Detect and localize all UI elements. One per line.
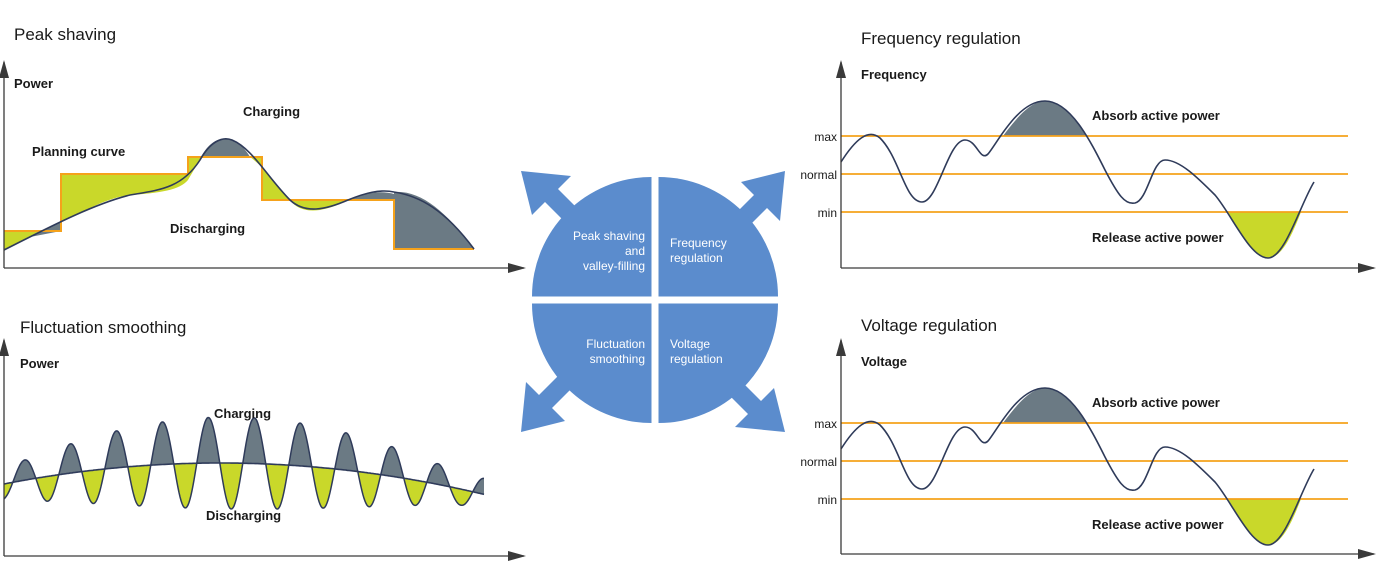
frequency-absorb-area xyxy=(1003,101,1086,136)
fluctuation-charge-area xyxy=(197,417,220,464)
fluctuation-discharge-area xyxy=(358,471,381,507)
frequency-title: Frequency regulation xyxy=(861,29,1021,48)
peak-charging-label: Charging xyxy=(243,104,300,119)
hub-peak-line-1: Peak shaving xyxy=(573,229,645,243)
fluctuation-panel: Fluctuation smoothing Power Charging Dis… xyxy=(0,318,526,561)
hub-voltage-line-1: Voltage xyxy=(670,337,710,351)
hub-frequency-line-2: regulation xyxy=(670,251,723,265)
fluctuation-discharge-area xyxy=(36,474,59,502)
voltage-axis-label: Voltage xyxy=(861,354,907,369)
fluctuation-charge-area xyxy=(473,478,484,495)
frequency-absorb-label: Absorb active power xyxy=(1092,108,1220,123)
fluctuation-title: Fluctuation smoothing xyxy=(20,318,186,337)
peak-axis-label: Power xyxy=(14,76,53,91)
peak-discharge-area-3 xyxy=(188,157,290,200)
voltage-normal-label: normal xyxy=(800,455,837,469)
application-hub: Peak shaving and valley-filling Frequenc… xyxy=(521,171,785,432)
hub-voltage-line-2: regulation xyxy=(670,352,723,366)
fluctuation-charge-area xyxy=(151,422,174,466)
frequency-max-label: max xyxy=(814,130,837,144)
fluctuation-raw-curve xyxy=(3,416,484,510)
frequency-normal-label: normal xyxy=(800,168,837,182)
hub-frequency-line-1: Frequency xyxy=(670,236,727,250)
fluctuation-discharge-area xyxy=(174,463,197,508)
fluctuation-charge-area xyxy=(243,417,266,464)
voltage-absorb-label: Absorb active power xyxy=(1092,395,1220,410)
hub-peak-line-3: valley-filling xyxy=(583,259,645,273)
peak-discharging-label: Discharging xyxy=(170,221,245,236)
voltage-curve xyxy=(840,387,1315,546)
peak-charge-area-3 xyxy=(348,192,394,200)
frequency-release-label: Release active power xyxy=(1092,230,1224,245)
fluctuation-discharging-label: Discharging xyxy=(206,508,281,523)
hub-quadrant-fluctuation xyxy=(532,303,652,423)
voltage-min-label: min xyxy=(818,493,837,507)
voltage-panel: Voltage regulation Voltage max normal mi… xyxy=(800,316,1376,559)
fluctuation-discharge-area xyxy=(82,469,105,504)
hub-fluctuation-line-1: Fluctuation xyxy=(586,337,645,351)
fluctuation-charge-area xyxy=(105,430,128,469)
planning-curve-line xyxy=(4,156,474,250)
peak-charge-area-4 xyxy=(394,191,474,249)
hub-quadrant-frequency xyxy=(658,177,778,297)
frequency-axis-label: Frequency xyxy=(861,67,928,82)
voltage-max-label: max xyxy=(814,417,837,431)
frequency-min-label: min xyxy=(818,206,837,220)
frequency-release-area xyxy=(1228,212,1301,258)
voltage-release-label: Release active power xyxy=(1092,517,1224,532)
hub-quadrant-voltage xyxy=(658,303,778,423)
fluctuation-discharge-area xyxy=(404,478,427,506)
fluctuation-discharge-area xyxy=(266,464,289,509)
peak-discharge-area-2 xyxy=(61,174,188,222)
frequency-curve xyxy=(840,100,1315,259)
planning-curve-label: Planning curve xyxy=(32,144,125,159)
frequency-panel: Frequency regulation Frequency max norma… xyxy=(800,29,1376,273)
hub-peak-line-2: and xyxy=(625,244,645,258)
fluctuation-discharge-area xyxy=(128,465,151,506)
peak-shaving-title: Peak shaving xyxy=(14,25,116,44)
fluctuation-charging-label: Charging xyxy=(214,406,271,421)
fluctuation-charge-area xyxy=(427,463,450,487)
voltage-title: Voltage regulation xyxy=(861,316,997,335)
fluctuation-discharge-area xyxy=(220,463,243,509)
fluctuation-charge-area xyxy=(289,423,312,467)
voltage-release-area xyxy=(1228,499,1301,545)
peak-load-curve xyxy=(3,138,475,251)
peak-shaving-panel: Peak shaving Power Charging Planning cur… xyxy=(0,25,526,273)
hub-quadrant-peak xyxy=(532,176,652,297)
fluctuation-discharge-area xyxy=(312,466,335,509)
voltage-absorb-area xyxy=(1003,388,1086,423)
fluctuation-axis-label: Power xyxy=(20,356,59,371)
hub-fluctuation-line-2: smoothing xyxy=(590,352,645,366)
